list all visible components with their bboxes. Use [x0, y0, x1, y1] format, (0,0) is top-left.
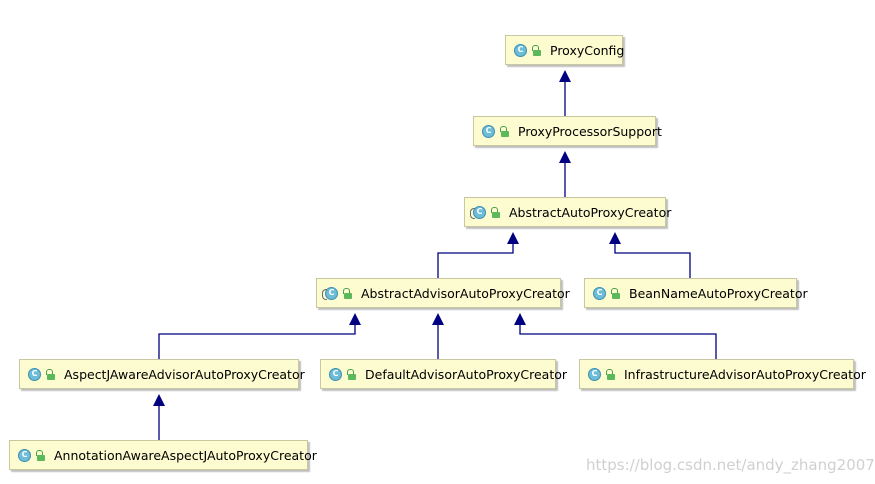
class-icon: C [588, 367, 601, 381]
class-icon: C [514, 43, 527, 57]
class-name-label: ProxyProcessorSupport [518, 123, 662, 139]
arrowhead [559, 70, 571, 82]
inheritance-edge [153, 394, 165, 440]
class-icon: C [329, 367, 342, 381]
arrowhead [153, 394, 165, 406]
lock-icon [605, 368, 616, 380]
class-name-label: ProxyConfig [550, 42, 625, 58]
lock-icon [342, 287, 353, 299]
class-name-label: BeanNameAutoProxyCreator [629, 285, 808, 301]
arrowhead [349, 313, 361, 325]
inheritance-edge [609, 232, 691, 278]
lock-icon [35, 449, 46, 461]
class-icon: C [593, 286, 606, 300]
lock-icon [610, 287, 621, 299]
inheritance-edge [437, 232, 519, 278]
arrowhead [514, 313, 526, 325]
class-name-label: InfrastructureAdvisorAutoProxyCreator [624, 366, 866, 382]
abstract-class-icon: C [322, 286, 338, 300]
class-node-bean-name-auto-proxy-creator[interactable]: C BeanNameAutoProxyCreator [584, 278, 808, 308]
class-name-label: AbstractAdvisorAutoProxyCreator [361, 285, 570, 301]
class-name-label: DefaultAdvisorAutoProxyCreator [365, 366, 568, 382]
class-icon: C [18, 448, 31, 462]
class-node-aspect-jaware-advisor-auto-proxy-creator[interactable]: C AspectJAwareAdvisorAutoProxyCreator [19, 359, 305, 389]
lock-icon [45, 368, 56, 380]
class-node-abstract-auto-proxy-creator[interactable]: C AbstractAutoProxyCreator [464, 197, 671, 227]
arrowhead [432, 313, 444, 325]
class-node-annotation-aware-aspect-jauto-proxy-creator[interactable]: C AnnotationAwareAspectJAutoProxyCreator [9, 440, 317, 470]
abstract-class-icon: C [470, 205, 486, 219]
class-name-label: AbstractAutoProxyCreator [509, 204, 672, 220]
class-name-label: AspectJAwareAdvisorAutoProxyCreator [64, 366, 305, 382]
inheritance-edge [559, 151, 571, 197]
class-name-label: AnnotationAwareAspectJAutoProxyCreator [54, 447, 317, 463]
class-node-default-advisor-auto-proxy-creator[interactable]: C DefaultAdvisorAutoProxyCreator [320, 359, 567, 389]
inheritance-edge [514, 313, 717, 359]
arrowhead [507, 232, 519, 244]
class-node-abstract-advisor-auto-proxy-creator[interactable]: C AbstractAdvisorAutoProxyCreator [316, 278, 570, 308]
watermark: https://blog.csdn.net/andy_zhang2007 [586, 456, 875, 474]
arrowhead [559, 151, 571, 163]
inheritance-edge [158, 313, 361, 359]
class-node-infrastructure-advisor-auto-proxy-creator[interactable]: C InfrastructureAdvisorAutoProxyCreator [579, 359, 866, 389]
class-node-proxy-config[interactable]: C ProxyConfig [505, 35, 625, 65]
class-node-proxy-processor-support[interactable]: C ProxyProcessorSupport [473, 116, 662, 146]
lock-icon [490, 206, 501, 218]
inheritance-edge [432, 313, 444, 359]
lock-icon [346, 368, 357, 380]
inheritance-edge [559, 70, 571, 116]
arrowhead [609, 232, 621, 244]
lock-icon [531, 44, 542, 56]
class-icon: C [482, 124, 495, 138]
lock-icon [499, 125, 510, 137]
class-icon: C [28, 367, 41, 381]
